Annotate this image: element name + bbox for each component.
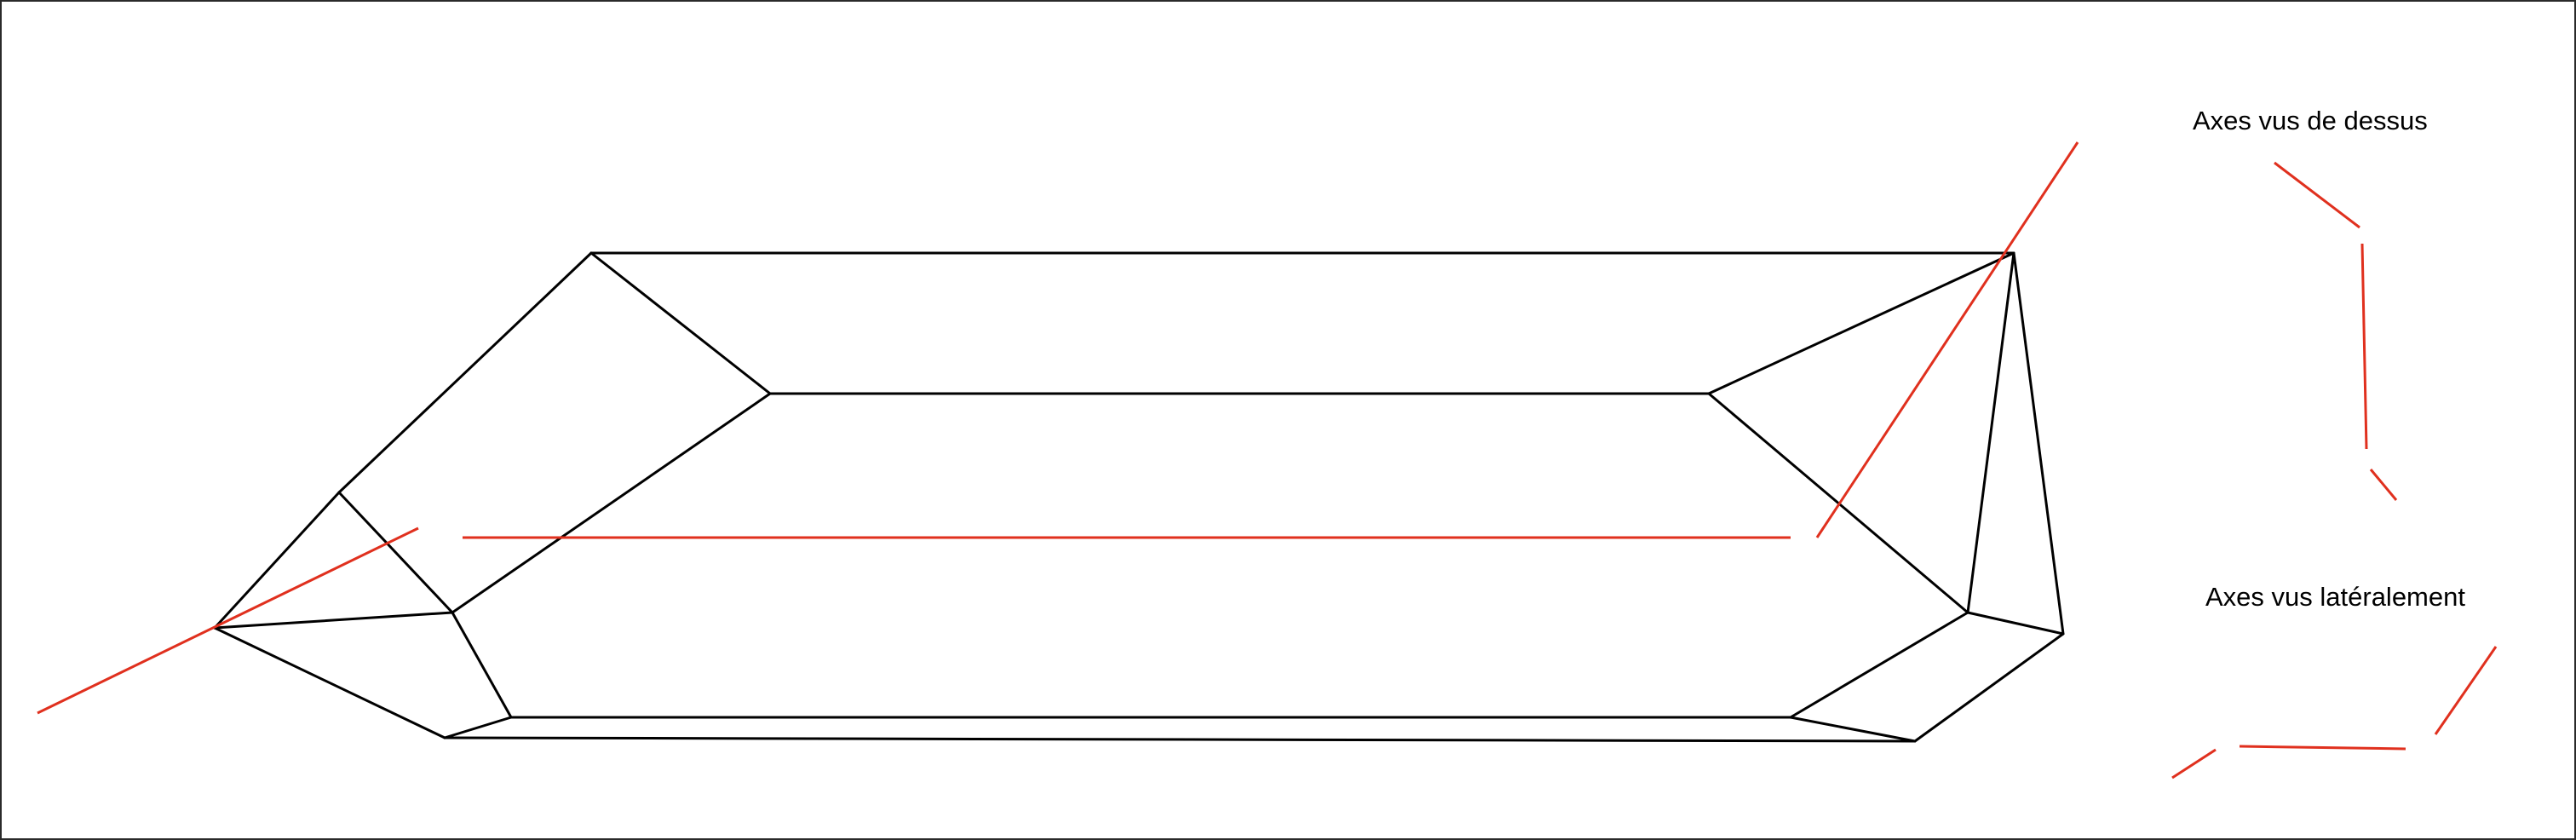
crystal-edge [443, 736, 1917, 743]
side-view-axis-line [2171, 748, 2217, 780]
crystal-edge [1966, 611, 2065, 636]
top-view-axes [2274, 161, 2398, 501]
crystal-edge [2012, 251, 2065, 636]
top-view-axis-line [2274, 161, 2360, 229]
side-view-caption: Axes vus latéralement [2205, 582, 2465, 612]
top-view-caption: Axes vus de dessus [2193, 106, 2428, 135]
top-view-axis-line [2369, 469, 2398, 501]
side-view-axes [2171, 646, 2498, 780]
crystal-edge [1789, 611, 1969, 719]
crystal-axes [37, 141, 2079, 715]
crystal-edge [1789, 716, 1917, 743]
crystal-edge [337, 251, 593, 494]
crystal-edge [451, 392, 772, 614]
crystal-edge [213, 611, 454, 630]
crystal-edge [213, 491, 341, 630]
crystal-edge [1913, 632, 2065, 743]
crystal-edge [1966, 251, 2015, 614]
crystal-edge [589, 251, 772, 395]
top-view-axis-line [2360, 243, 2368, 450]
axis-line [37, 526, 419, 715]
side-view-axis-line [2434, 646, 2498, 735]
side-view-axis-line [2239, 745, 2406, 751]
crystal-edge [1707, 251, 2015, 395]
crystal-edge [337, 491, 454, 614]
crystal-edge [213, 626, 446, 739]
crystal-outline [213, 251, 2065, 743]
crystal-edge [451, 611, 513, 719]
axis-line [1815, 141, 2079, 538]
crystal-edge [443, 716, 513, 739]
